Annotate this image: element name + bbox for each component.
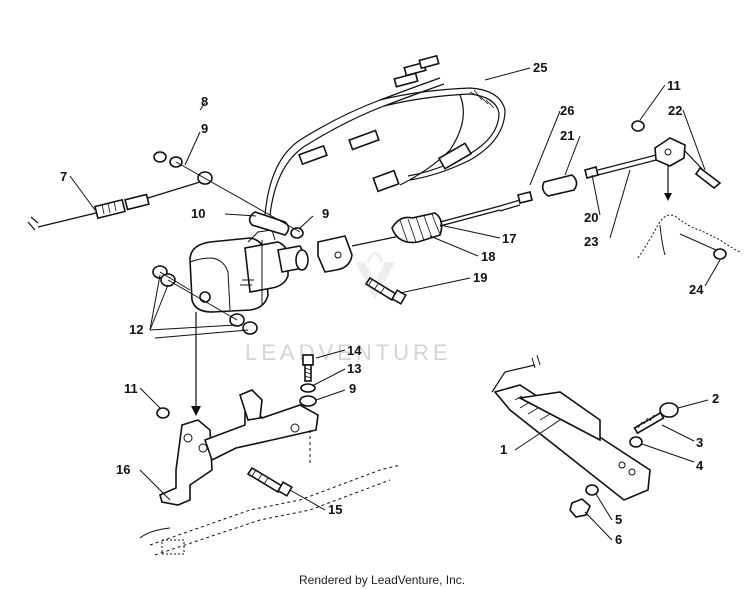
callout-11-bottom: 11: [124, 381, 138, 396]
rod-assembly: [499, 153, 661, 212]
callout-6: 6: [615, 532, 622, 547]
callout-3: 3: [696, 435, 703, 450]
callout-10: 10: [191, 206, 205, 221]
bolt-15: [246, 466, 293, 497]
frame-outline: [139, 464, 401, 556]
callout-9-bottom: 9: [349, 381, 356, 396]
watermark-logo: [355, 252, 395, 300]
washer-12d: [242, 321, 258, 335]
callout-2: 2: [712, 391, 719, 406]
nut-8: [153, 151, 167, 163]
callout-26: 26: [560, 103, 574, 118]
pedal-plate: [491, 354, 651, 501]
callout-14: 14: [347, 343, 362, 358]
callout-15: 15: [328, 502, 342, 517]
bolt-14: [299, 354, 317, 407]
callout-7: 7: [60, 169, 67, 184]
callout-24: 24: [689, 282, 704, 297]
callout-20: 20: [584, 210, 598, 225]
callout-23: 23: [584, 234, 598, 249]
washer-9b: [290, 227, 304, 239]
callout-21: 21: [560, 128, 574, 143]
callout-9-mid: 9: [322, 206, 329, 221]
actuator-motor: [189, 229, 309, 313]
pedal-outline: [637, 214, 741, 260]
callout-11-top: 11: [667, 78, 681, 93]
washer-5: [585, 484, 599, 496]
callout-8: 8: [201, 94, 208, 109]
callout-16: 16: [116, 462, 130, 477]
mounting-bracket-16: [156, 389, 319, 506]
callout-4: 4: [696, 458, 704, 473]
throttle-cable: [27, 181, 201, 231]
callout-1: 1: [500, 442, 507, 457]
footer-credit: Rendered by LeadVenture, Inc.: [299, 573, 465, 587]
wire-harness: [264, 54, 506, 216]
callout-5: 5: [615, 512, 622, 527]
bolt-19: [364, 276, 407, 305]
callout-13: 13: [347, 361, 361, 376]
sleeve-10: [248, 211, 290, 236]
callout-18: 18: [481, 249, 495, 264]
cable-bracket: [317, 235, 401, 273]
callout-9-top: 9: [201, 121, 208, 136]
callout-12: 12: [129, 322, 143, 337]
callout-19: 19: [473, 270, 487, 285]
watermark-text: LEADVENTURE: [245, 340, 452, 365]
callout-25: 25: [533, 60, 547, 75]
callout-22: 22: [668, 103, 682, 118]
leader-lines: [69, 84, 721, 541]
clevis: [631, 120, 722, 201]
bolt-3: [629, 402, 679, 448]
spring-18: [391, 205, 501, 244]
callout-labels: 1 2 3 4 5 6 7 8 9 9 9 10 11 11 12 13 14 …: [60, 60, 719, 547]
callout-17: 17: [502, 231, 516, 246]
